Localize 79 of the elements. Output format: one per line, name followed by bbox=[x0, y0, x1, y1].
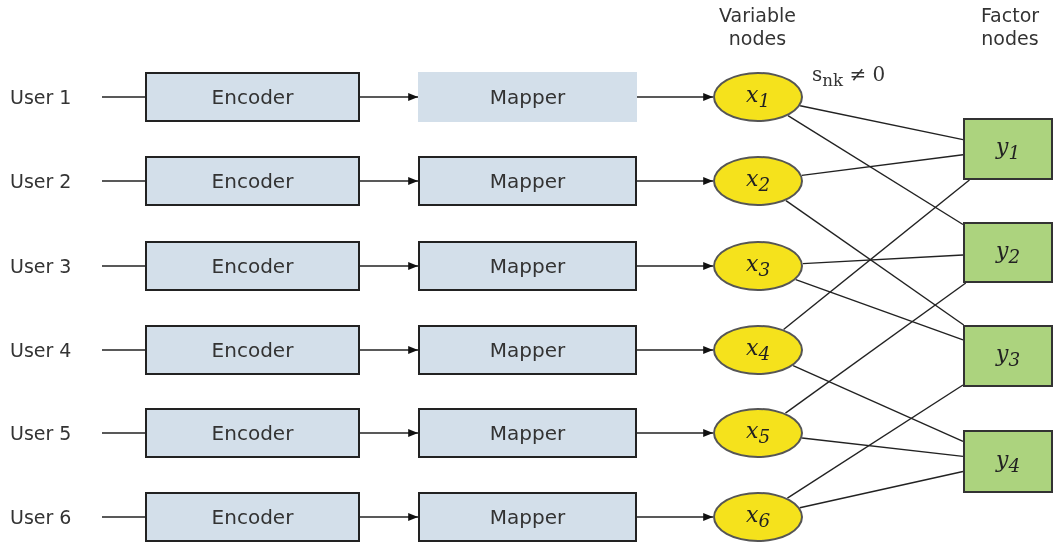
node-label: Mapper bbox=[489, 505, 566, 529]
node-label: Encoder bbox=[211, 254, 294, 278]
user-label: User 1 bbox=[10, 83, 105, 111]
node-label: Mapper bbox=[489, 338, 566, 362]
connector-line bbox=[795, 278, 964, 341]
process-box bbox=[145, 325, 360, 375]
process-box bbox=[145, 408, 360, 458]
connector-line bbox=[785, 199, 965, 326]
arrow bbox=[359, 262, 419, 270]
node-label: x$_{2}$ bbox=[745, 166, 771, 196]
connector-line bbox=[784, 282, 967, 414]
connector-line bbox=[801, 437, 964, 458]
arrow bbox=[359, 93, 419, 101]
node-label: Encoder bbox=[211, 421, 294, 445]
node-label: x$_{4}$ bbox=[745, 335, 771, 365]
process-box bbox=[145, 492, 360, 542]
user-label: User 5 bbox=[10, 419, 105, 447]
arrow bbox=[359, 177, 419, 185]
process-box bbox=[145, 156, 360, 206]
connector-line bbox=[101, 516, 146, 518]
connector-line bbox=[782, 179, 971, 331]
arrow bbox=[636, 346, 714, 354]
arrow bbox=[359, 429, 419, 437]
node-label: Mapper bbox=[489, 421, 566, 445]
arrow bbox=[636, 429, 714, 437]
node-label: y$_{3}$ bbox=[995, 341, 1021, 371]
process-box bbox=[418, 156, 637, 206]
connector-line bbox=[786, 384, 964, 499]
process-box bbox=[145, 241, 360, 291]
arrow bbox=[636, 93, 714, 101]
node-label: y$_{2}$ bbox=[995, 237, 1021, 268]
process-box bbox=[418, 72, 637, 122]
arrow bbox=[359, 346, 419, 354]
formula-label: s$_{nk}$ ≠ 0 bbox=[812, 62, 886, 90]
connector-line bbox=[787, 114, 964, 226]
process-box bbox=[418, 241, 637, 291]
process-box bbox=[418, 325, 637, 375]
connector-line bbox=[101, 180, 146, 182]
factor-node-box bbox=[963, 430, 1053, 493]
process-box bbox=[418, 408, 637, 458]
node-label: Mapper bbox=[489, 85, 566, 109]
connector-line bbox=[101, 432, 146, 434]
node-label: Encoder bbox=[211, 85, 294, 109]
column-heading: Variable nodes bbox=[718, 4, 797, 50]
node-label: x$_{5}$ bbox=[745, 418, 771, 448]
connector-line bbox=[799, 105, 964, 141]
user-label: User 4 bbox=[10, 336, 105, 364]
factor-node-box bbox=[963, 118, 1053, 180]
user-label: User 6 bbox=[10, 503, 105, 531]
connector-line bbox=[101, 96, 146, 98]
arrow bbox=[636, 262, 714, 270]
arrow bbox=[359, 513, 419, 521]
connector-line bbox=[101, 349, 146, 351]
node-label: y$_{4}$ bbox=[995, 446, 1021, 477]
user-label: User 2 bbox=[10, 167, 105, 195]
user-label: User 3 bbox=[10, 252, 105, 280]
connector-line bbox=[801, 154, 964, 177]
connector-line bbox=[802, 254, 964, 265]
column-heading: Factor nodes bbox=[979, 4, 1041, 50]
variable-node-circle bbox=[713, 241, 803, 291]
node-label: x$_{6}$ bbox=[745, 502, 771, 532]
node-label: Mapper bbox=[489, 254, 566, 278]
arrow bbox=[636, 513, 714, 521]
arrow bbox=[636, 177, 714, 185]
connector-line bbox=[792, 364, 964, 443]
node-label: x$_{1}$ bbox=[745, 82, 771, 112]
node-label: Encoder bbox=[211, 338, 294, 362]
node-label: y$_{1}$ bbox=[995, 134, 1021, 164]
variable-node-circle bbox=[713, 325, 803, 375]
connector-line bbox=[101, 265, 146, 267]
node-label: Encoder bbox=[211, 169, 294, 193]
process-box bbox=[145, 72, 360, 122]
factor-node-box bbox=[963, 222, 1053, 283]
factor-node-box bbox=[963, 325, 1053, 387]
connector-line bbox=[799, 470, 964, 509]
node-label: Mapper bbox=[489, 169, 566, 193]
node-label: Encoder bbox=[211, 505, 294, 529]
node-label: x$_{3}$ bbox=[745, 251, 771, 281]
process-box bbox=[418, 492, 637, 542]
